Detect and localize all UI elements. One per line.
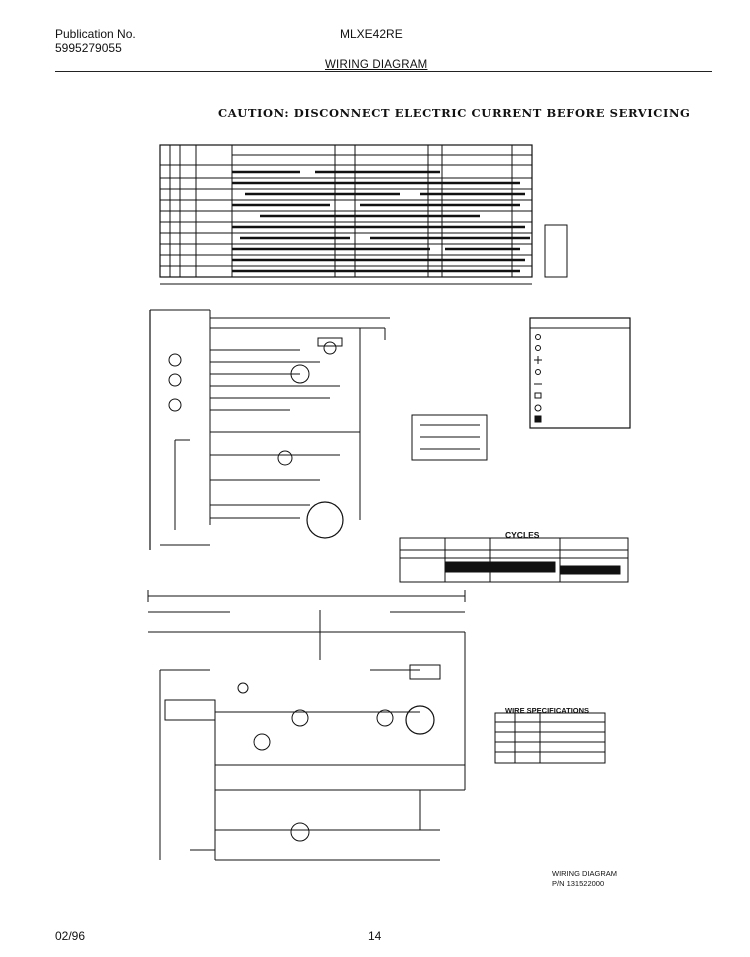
washer-circuit [149, 309, 390, 550]
part-number: P/N 131522000 [552, 879, 605, 888]
caution-text: CAUTION: DISCONNECT ELECTRIC CURRENT BEF… [218, 106, 691, 120]
cycles-table [399, 537, 629, 583]
publication-number: 5995279055 [55, 41, 122, 55]
connector-block [544, 224, 568, 278]
timer-sequence-chart [159, 144, 533, 285]
motor-connector [411, 414, 488, 461]
wire-specifications-label: WIRE SPECIFICATIONS [505, 706, 590, 715]
page-title: WIRING DIAGRAM [325, 59, 428, 71]
symbol-legend [529, 317, 631, 429]
dryer-circuit [147, 590, 466, 861]
diagram-label: WIRING DIAGRAM [552, 869, 617, 878]
wire-specs-table [494, 712, 606, 764]
footer-date: 02/96 [55, 929, 86, 943]
cycles-label: CYCLES [505, 530, 540, 540]
model-number: MLXE42RE [340, 27, 403, 41]
page-number: 14 [368, 929, 382, 943]
publication-label: Publication No. [55, 27, 136, 41]
header-rule [55, 71, 712, 72]
